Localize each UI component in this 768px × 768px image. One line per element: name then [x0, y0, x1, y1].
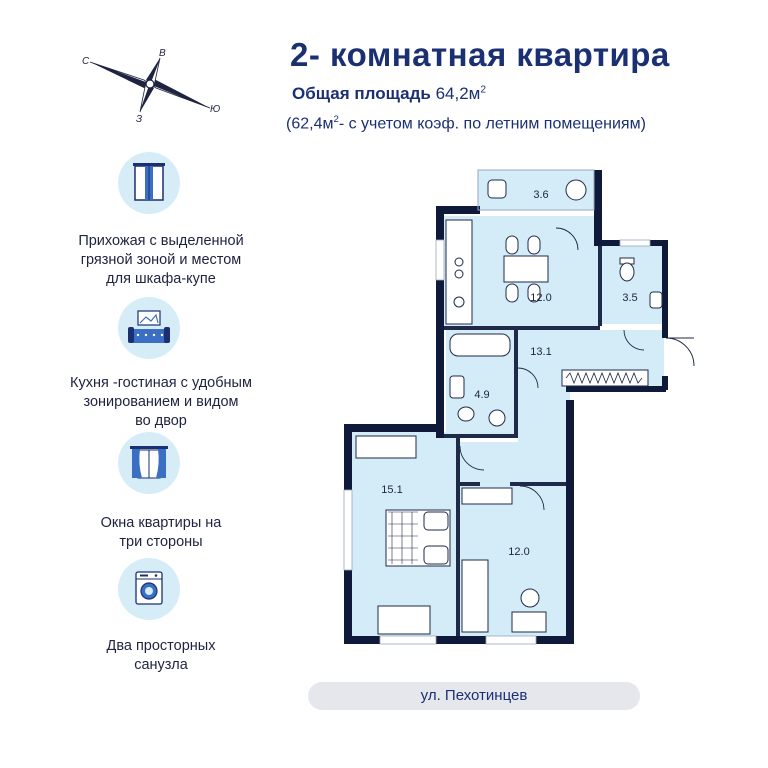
feature-2-text: Кухня -гостиная с удобным зонированием и…	[26, 374, 296, 431]
compass-rose-icon: С В Ю З	[82, 48, 220, 125]
room-area-bedroom-right: 12.0	[508, 546, 529, 558]
office-chair-icon	[520, 588, 540, 608]
total-area-label: Общая площадь	[292, 84, 431, 103]
armchair-icon	[487, 179, 507, 199]
wardrobe-icon	[133, 163, 165, 201]
room-area-balcony: 3.6	[533, 189, 548, 201]
feature-1-line: для шкафа-купе	[106, 271, 216, 287]
compass-label-west: С	[82, 56, 90, 67]
wardrobe-plan-icon	[461, 487, 513, 505]
compass-label-east: Ю	[210, 104, 220, 115]
room-area-bedroom-left: 15.1	[381, 484, 402, 496]
wardrobe-plan-icon	[355, 435, 417, 459]
toilet-icon	[457, 406, 475, 422]
hall-wardrobe-icon	[561, 369, 649, 387]
feature-1-text: Прихожая с выделенной грязной зоной и ме…	[26, 232, 296, 289]
bathtub-icon	[449, 333, 511, 357]
coef-unit-sup: 2	[333, 114, 339, 125]
sink-icon	[649, 291, 663, 309]
feature-1-line: грязной зоной и местом	[80, 252, 242, 268]
bed-icon	[385, 509, 451, 567]
washing-machine-plan-icon	[488, 409, 506, 427]
feature-4-text: Два просторных санузла	[26, 637, 296, 675]
plant-icon	[565, 179, 587, 201]
feature-1-line: Прихожая с выделенной	[78, 233, 244, 249]
room-area-bathroom-small: 3.5	[622, 292, 637, 304]
feature-1-circle	[118, 152, 180, 214]
feature-2-line: во двор	[135, 413, 187, 429]
feature-2-line: Кухня -гостиная с удобным	[70, 375, 252, 391]
washing-machine-icon	[135, 571, 163, 605]
compass-label-north: В	[159, 48, 166, 59]
feature-3-line: три стороны	[119, 534, 203, 550]
room-area-kitchen: 12.0	[530, 292, 551, 304]
feature-2-circle	[118, 297, 180, 359]
feature-4-line: санузла	[134, 657, 188, 673]
kitchen-counter-icon	[445, 219, 473, 325]
compass-label-south: З	[136, 114, 142, 125]
coef-note: - с учетом коэф. по летним помещениям)	[338, 115, 646, 133]
feature-3-line: Окна квартиры на	[100, 515, 222, 531]
room-area-bathroom: 4.9	[474, 389, 489, 401]
toilet-icon	[619, 257, 635, 282]
desk-icon	[377, 605, 431, 635]
window-curtains-icon	[130, 446, 168, 479]
desk-icon	[511, 611, 547, 633]
page-title: 2- комнатная квартира	[290, 36, 670, 73]
feature-2-line: зонированием и видом	[83, 394, 239, 410]
sofa-icon	[128, 310, 170, 343]
total-area-value: 64,2м	[435, 84, 481, 103]
single-bed-icon	[461, 559, 489, 633]
feature-4-circle	[118, 558, 180, 620]
sink-icon	[449, 375, 465, 399]
feature-3-text: Окна квартиры на три стороны	[26, 514, 296, 552]
feature-3-circle	[118, 432, 180, 494]
total-area-unit-sup: 2	[480, 84, 487, 96]
street-name: ул. Пехотинцев	[308, 682, 640, 710]
total-area: Общая площадь 64,2м2	[292, 84, 486, 104]
floor-plan: 3.6 12.0 3.5 13.1 4.9 15.1 12.0	[343, 169, 695, 645]
room-area-hall: 13.1	[530, 346, 551, 358]
area-with-coefficient: (62,4м2- с учетом коэф. по летним помеще…	[286, 114, 646, 133]
feature-4-line: Два просторных	[106, 638, 216, 654]
coef-value: (62,4м	[286, 115, 334, 133]
dining-table-icon	[503, 235, 549, 303]
